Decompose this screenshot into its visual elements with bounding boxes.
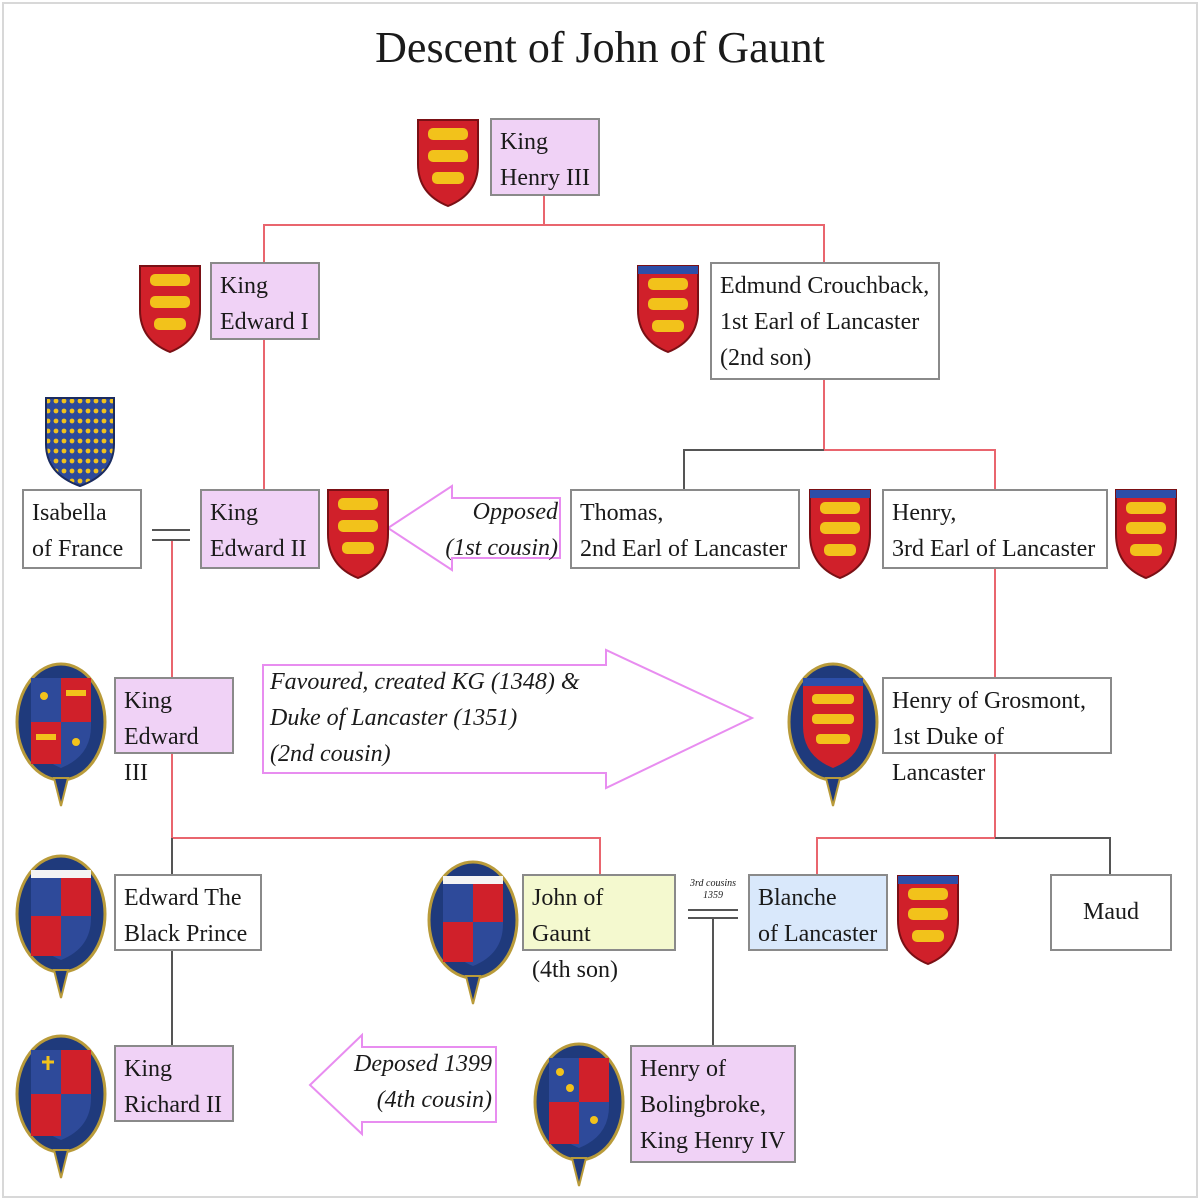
- garter-arms-icon: [427, 860, 519, 1005]
- arms-england-icon: [327, 489, 389, 580]
- person-king-henry-iii: King Henry III: [490, 118, 600, 196]
- person-blanche-of-lancaster: Blanche of Lancaster: [748, 874, 888, 951]
- person-maud: Maud: [1050, 874, 1172, 951]
- arms-england-icon: [139, 265, 201, 354]
- lancaster-arms-icon: [1115, 489, 1177, 580]
- arms-england-icon: [417, 119, 479, 208]
- lancaster-arms-icon: [897, 875, 959, 966]
- annotation-deposed: Deposed 1399 (4th cousin): [354, 1051, 492, 1113]
- person-isabella-of-france: Isabella of France: [22, 489, 142, 569]
- lancaster-arms-icon: [637, 265, 699, 354]
- marriage-note: 3rd cousins 1359: [689, 878, 737, 901]
- garter-arms-icon: [15, 1034, 107, 1179]
- diagram-title: Descent of John of Gaunt: [375, 23, 825, 72]
- annotation-opposed: Opposed (1st cousin): [445, 499, 558, 561]
- person-edmund-crouchback: Edmund Crouchback, 1st Earl of Lancaster…: [710, 262, 940, 380]
- person-henry-of-bolingbroke: Henry of Bolingbroke, King Henry IV: [630, 1045, 796, 1163]
- garter-arms-icon: [533, 1042, 625, 1187]
- person-john-of-gaunt: John of Gaunt (4th son): [522, 874, 676, 983]
- person-black-prince: Edward The Black Prince: [114, 874, 262, 951]
- person-king-edward-iii: King Edward III: [114, 677, 234, 786]
- annotation-favoured: Favoured, created KG (1348) & Duke of La…: [270, 669, 580, 767]
- arms-france-ancient-icon: [45, 397, 115, 488]
- favoured-arrow: [262, 648, 755, 790]
- lancaster-arms-icon: [809, 489, 871, 580]
- person-thomas-2nd-earl: Thomas, 2nd Earl of Lancaster: [570, 489, 800, 569]
- opposed-arrow: [386, 484, 561, 572]
- person-henry-3rd-earl: Henry, 3rd Earl of Lancaster: [882, 489, 1108, 569]
- person-king-edward-i: King Edward I: [210, 262, 320, 340]
- person-henry-of-grosmont: Henry of Grosmont, 1st Duke of Lancaster: [882, 677, 1112, 786]
- garter-arms-icon: [15, 854, 107, 999]
- garter-arms-icon: [787, 662, 879, 807]
- person-king-richard-ii: King Richard II: [114, 1045, 234, 1122]
- person-king-edward-ii: King Edward II: [200, 489, 320, 569]
- garter-arms-icon: [15, 662, 107, 807]
- deposed-arrow: [308, 1032, 497, 1137]
